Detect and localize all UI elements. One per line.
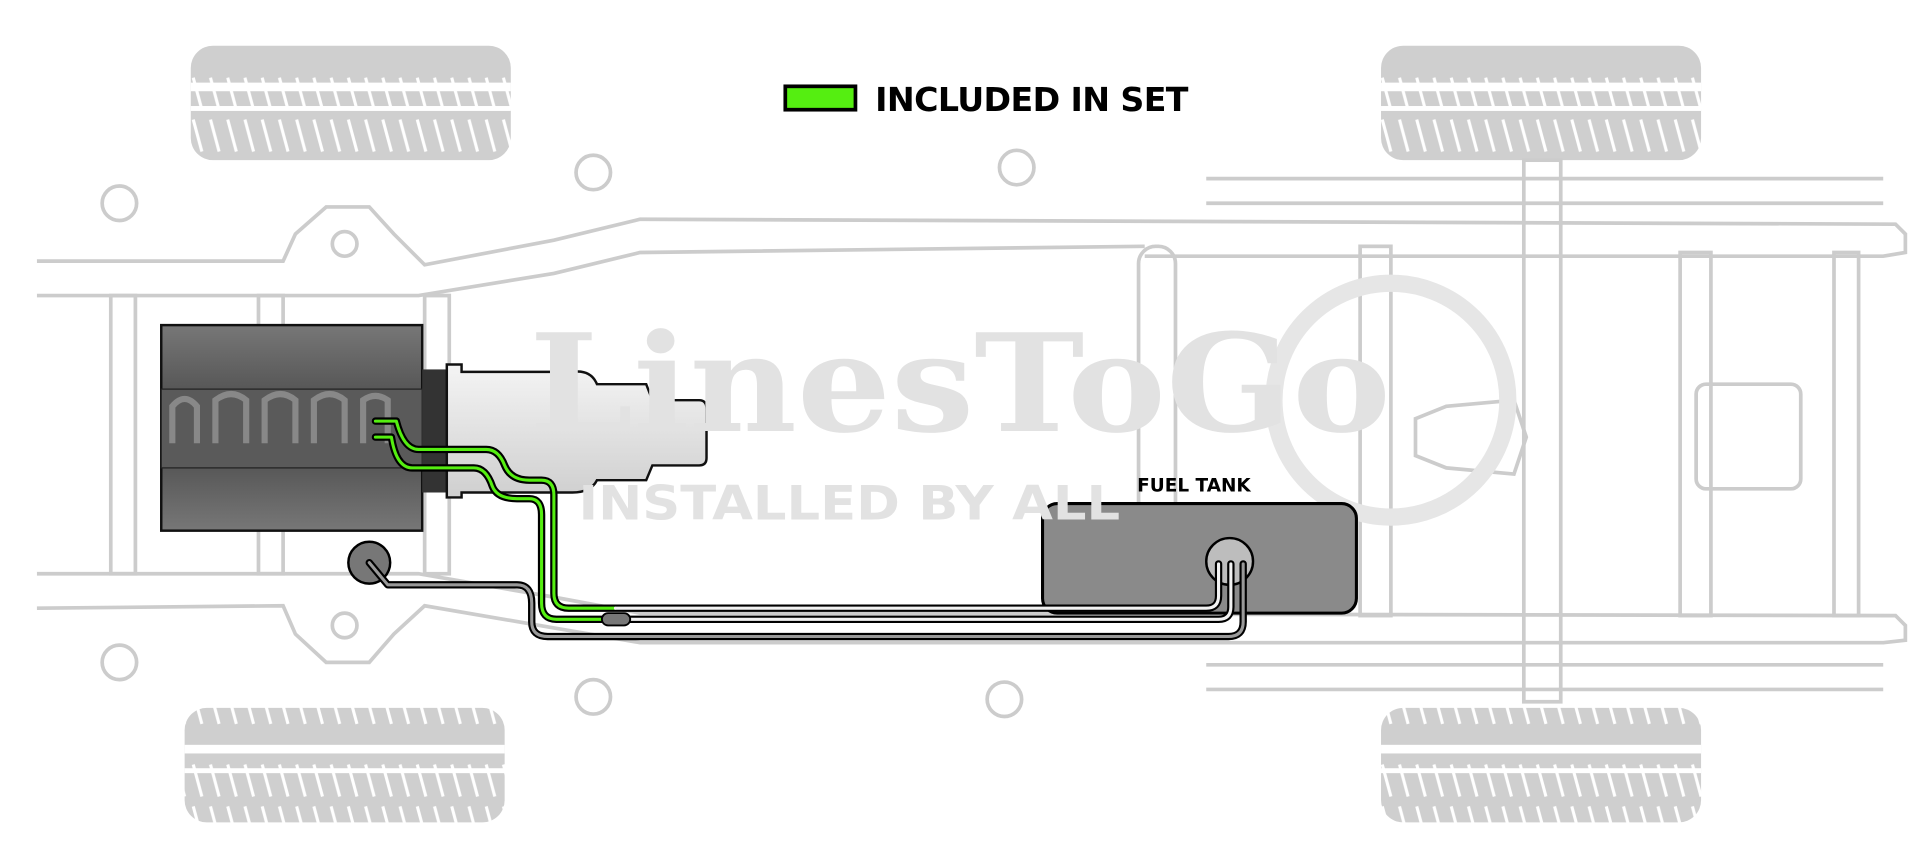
line-connector [600, 612, 632, 627]
watermark-brand: LinesToGo [529, 304, 1391, 463]
fuel-tank-label: FUEL TANK [1137, 475, 1251, 496]
feed-line[interactable] [371, 417, 1223, 612]
vapor-line [365, 558, 1247, 641]
legend: INCLUDED IN SET [783, 80, 1189, 119]
return-line[interactable] [371, 433, 1235, 623]
tire-rear-right [1381, 707, 1702, 823]
tire-rear-left [1381, 45, 1702, 161]
transmission [445, 363, 708, 499]
engine [160, 323, 447, 532]
legend-label: INCLUDED IN SET [875, 80, 1189, 119]
watermark-tagline: INSTALLED BY ALL [579, 478, 1121, 532]
watermark-ring [1265, 274, 1517, 526]
legend-swatch [783, 84, 858, 112]
tire-front-right [184, 707, 505, 823]
watermark-logo: LinesToGo INSTALLED BY ALL [529, 304, 1391, 532]
tire-front-left [190, 45, 511, 161]
